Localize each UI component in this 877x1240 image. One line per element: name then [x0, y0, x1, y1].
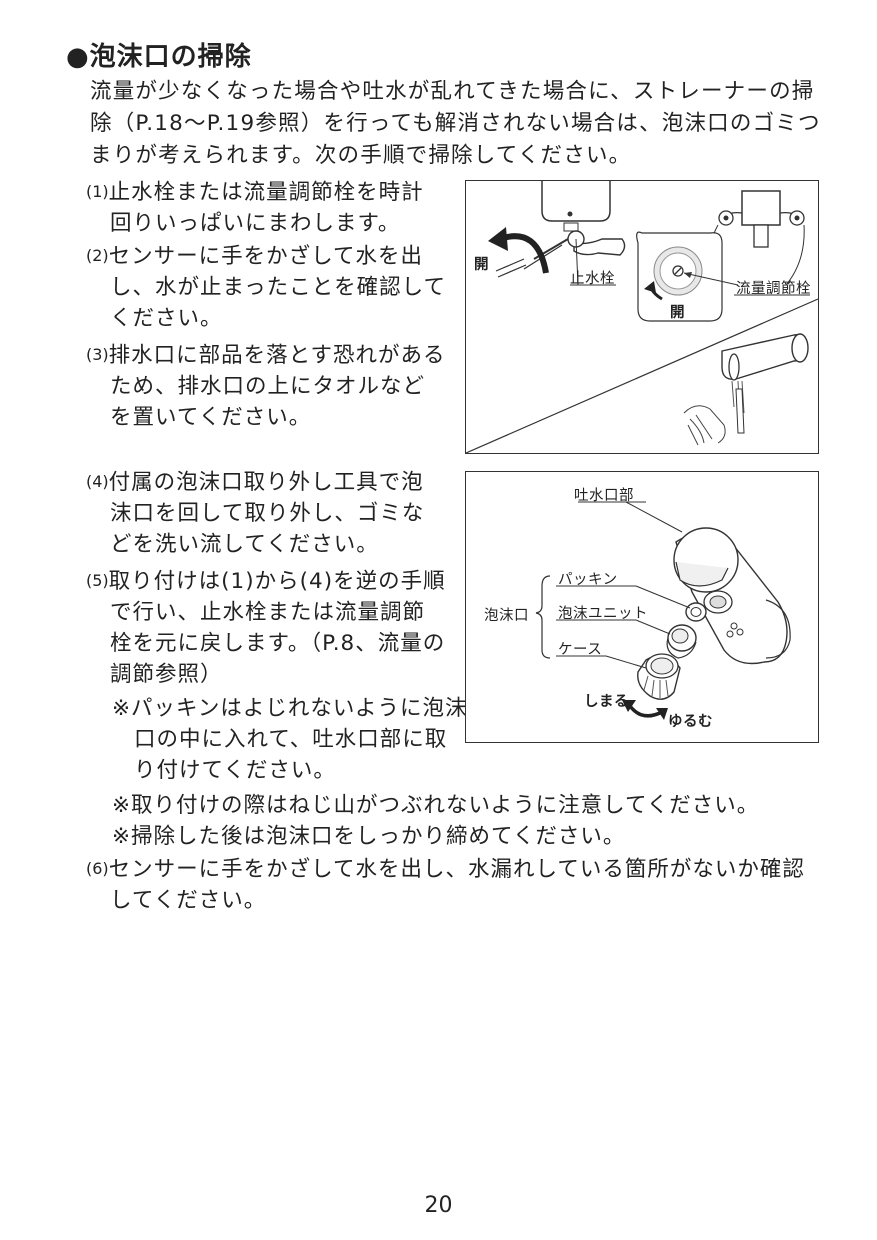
spout-label: 吐水口部: [574, 488, 634, 504]
section-title: ●泡沫口の掃除: [66, 42, 252, 72]
aerator-unit-label: 泡沫ユニット: [558, 606, 648, 622]
aerator-drawing: [535, 501, 791, 720]
step-6: (6)センサーに手をかざして水を出し、水漏れしている箇所がないか確認してください…: [86, 853, 826, 916]
note-tighten: ※掃除した後は泡沫口をしっかり締めてください。: [112, 824, 626, 849]
step-5-text: 取り付けは(1)から(4)を逆の手順で行い、止水栓または流量調節栓を元に戻します…: [108, 569, 446, 687]
open-label-left: 開: [474, 257, 489, 273]
intro-paragraph: 流量が少なくなった場合や吐水が乱れてきた場合に、ストレーナーの掃除（P.18〜P…: [90, 79, 821, 168]
stop-valve-label: 止水栓: [570, 271, 615, 287]
step-4-text: 付属の泡沫口取り外し工具で泡沫口を回して取り外し、ゴミなどを洗い流してください。: [108, 470, 425, 557]
step-1-text: 止水栓または流量調節栓を時計回りいっぱいにまわします。: [108, 180, 424, 236]
open-label-right: 開: [670, 305, 685, 321]
step-5: (5)取り付けは(1)から(4)を逆の手順で行い、止水栓または流量調節栓を元に戻…: [86, 565, 446, 690]
aerator-illustration: 吐水口部 泡沫口 パッキン 泡沫ユニット ケース しまる ゆるむ: [465, 471, 819, 743]
loosen-label: ゆるむ: [668, 714, 713, 730]
step-2: (2)センサーに手をかざして水を出し、水が止まったことを確認してください。: [86, 240, 446, 334]
step-2-number: (2): [86, 246, 109, 265]
step-4: (4)付属の泡沫口取り外し工具で泡沫口を回して取り外し、ゴミなどを洗い流してくだ…: [86, 466, 446, 560]
step-5-number: (5): [86, 571, 109, 590]
valve-drawing: [466, 181, 818, 453]
step-3-number: (3): [86, 345, 109, 364]
note-thread: ※取り付けの際はねじ山がつぶれないように注意してください。: [112, 793, 760, 818]
case-label: ケース: [558, 642, 603, 658]
tighten-label: しまる: [584, 694, 629, 710]
flow-valve-label: 流量調節栓: [736, 281, 811, 297]
packing-label: パッキン: [558, 572, 618, 588]
note-packing: ※パッキンはよじれないように泡沫口の中に入れて、吐水口部に取り付けてください。: [112, 696, 468, 783]
step-6-text: センサーに手をかざして水を出し、水漏れしている箇所がないか確認してください。: [108, 857, 805, 913]
step-3: (3)排水口に部品を落とす恐れがあるため、排水口の上にタオルなどを置いてください…: [86, 339, 446, 433]
valve-illustration: 開 止水栓 流量調節栓 開: [465, 180, 819, 454]
step-1-number: (1): [86, 182, 109, 201]
step-2-text: センサーに手をかざして水を出し、水が止まったことを確認してください。: [108, 244, 446, 331]
step-3-text: 排水口に部品を落とす恐れがあるため、排水口の上にタオルなどを置いてください。: [108, 343, 446, 430]
aerator-label: 泡沫口: [484, 608, 529, 624]
step-1: (1)止水栓または流量調節栓を時計回りいっぱいにまわします。: [86, 176, 446, 239]
step-4-number: (4): [86, 472, 109, 491]
page-number: 20: [424, 1193, 453, 1218]
step-6-number: (6): [86, 859, 109, 878]
